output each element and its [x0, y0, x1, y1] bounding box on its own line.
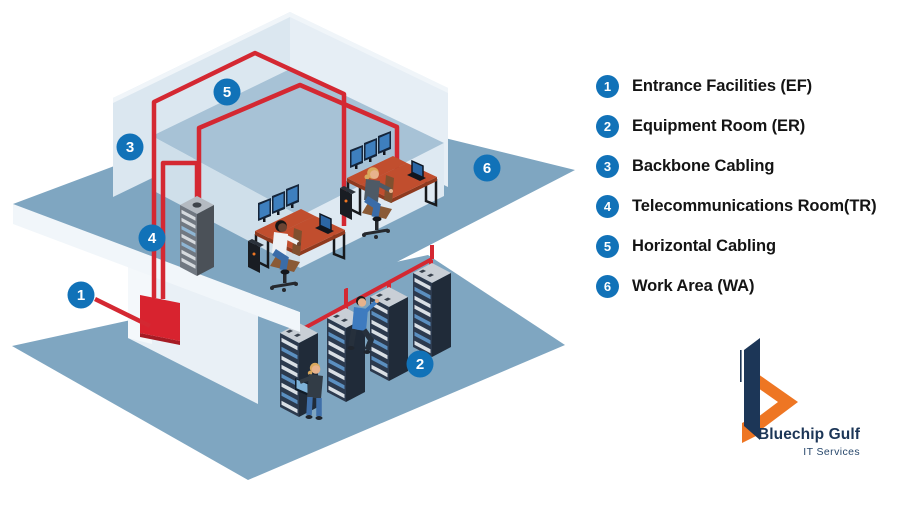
legend-label: Telecommunications Room(TR) — [632, 197, 877, 215]
svg-text:3: 3 — [126, 139, 134, 156]
technician-2 — [347, 296, 379, 354]
legend-item-work-area: 6 Work Area (WA) — [596, 274, 896, 299]
legend-label: Horizontal Cabling — [632, 237, 776, 255]
svg-text:1: 1 — [77, 287, 85, 304]
server-rack-4 — [413, 263, 451, 357]
legend-number-badge: 6 — [596, 275, 619, 298]
legend-item-backbone-cabling: 3 Backbone Cabling — [596, 154, 896, 179]
worker-right — [364, 167, 393, 222]
legend-number-badge: 2 — [596, 115, 619, 138]
bluechip-gulf-logo: Bluechip Gulf IT Services — [736, 336, 866, 468]
legend-number-badge: 1 — [596, 75, 619, 98]
svg-text:4: 4 — [148, 230, 157, 247]
bluechip-gulf-logo-icon — [740, 338, 798, 443]
logo-tagline: IT Services — [803, 446, 860, 458]
badge-2: 2 — [406, 350, 434, 378]
legend-item-telecommunications-room: 4 Telecommunications Room(TR) — [596, 194, 896, 219]
legend-item-entrance-facilities: 1 Entrance Facilities (EF) — [596, 74, 896, 99]
cable-entrance-link — [94, 296, 151, 329]
legend-number-badge: 5 — [596, 235, 619, 258]
technician-1 — [295, 362, 323, 420]
legend-label: Entrance Facilities (EF) — [632, 77, 813, 95]
svg-text:5: 5 — [223, 84, 231, 101]
worker-left — [272, 220, 301, 275]
workstation-right — [338, 129, 439, 241]
svg-text:2: 2 — [416, 356, 424, 373]
badge-3: 3 — [116, 133, 144, 161]
svg-text:6: 6 — [483, 160, 491, 177]
legend-label: Backbone Cabling — [632, 157, 775, 175]
legend-label: Equipment Room (ER) — [632, 117, 806, 135]
legend: 1 Entrance Facilities (EF) 2 Equipment R… — [596, 74, 896, 314]
logo-company-name: Bluechip Gulf — [757, 426, 860, 443]
legend-label: Work Area (WA) — [632, 277, 755, 295]
cable-backbone-riser — [151, 50, 347, 298]
legend-number-badge: 3 — [596, 155, 619, 178]
badge-5: 5 — [213, 78, 241, 106]
legend-item-horizontal-cabling: 5 Horizontal Cabling — [596, 234, 896, 259]
cable-horizontal-run — [196, 82, 400, 206]
legend-number-badge: 4 — [596, 195, 619, 218]
legend-item-equipment-room: 2 Equipment Room (ER) — [596, 114, 896, 139]
badge-4: 4 — [138, 224, 166, 252]
entrance-panel — [140, 295, 180, 345]
badge-6: 6 — [473, 154, 501, 182]
badge-1: 1 — [67, 281, 95, 309]
workstation-left — [246, 182, 347, 294]
telecom-rack — [180, 196, 214, 276]
